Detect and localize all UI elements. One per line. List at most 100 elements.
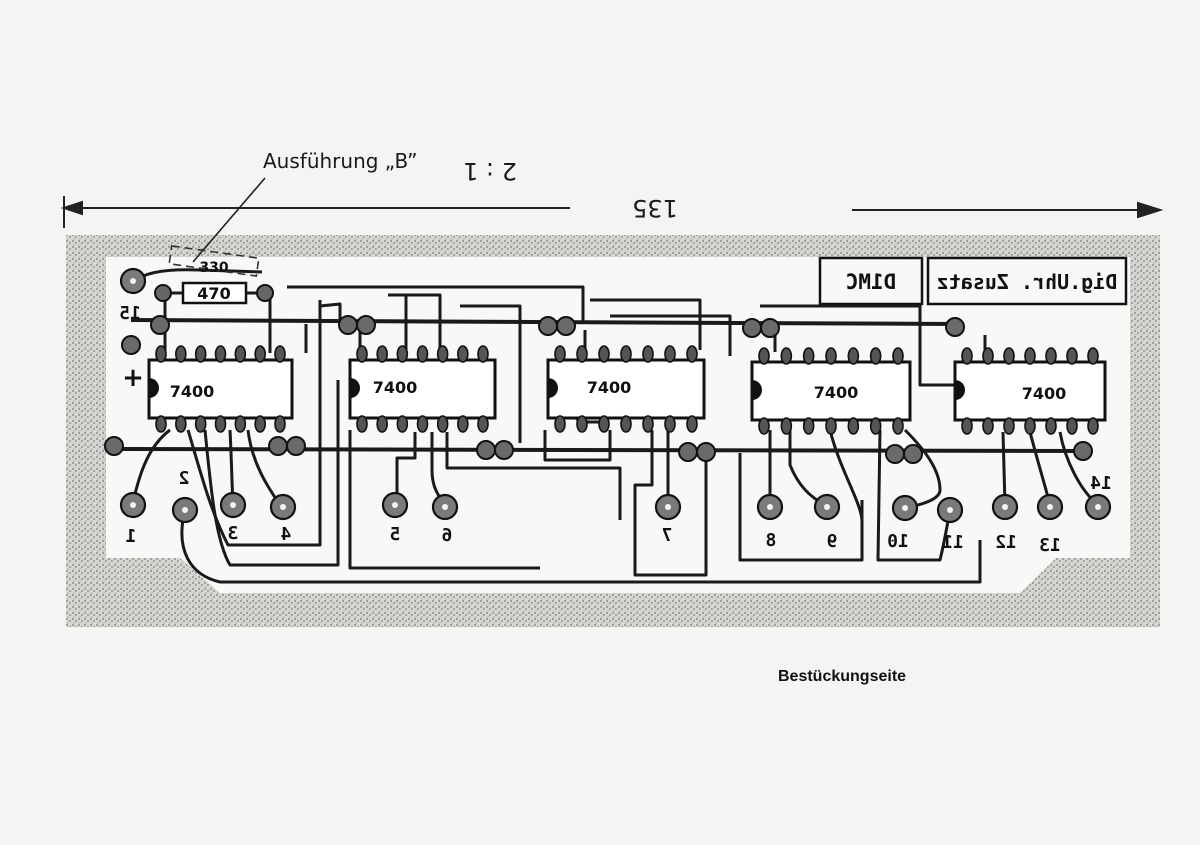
via-pad [945,317,965,337]
resistor-470-value: 470 [197,284,230,303]
signal-traces [131,268,1099,584]
ic-pin-pad [869,417,882,435]
variant-label: Ausführung „B” [263,149,417,173]
ic-pin-pad [664,345,676,363]
terminal-label-14: 14 [1090,473,1112,494]
terminal-label-11: 11 [942,532,964,553]
terminal-pad-hole [767,504,773,510]
ic-pin-pad [356,345,368,363]
terminal-label-text: 13 [1039,535,1061,556]
ic-pin-pad [598,415,610,433]
terminal-pad-hole [824,504,830,510]
ic-pin-pad [214,415,227,433]
terminal-label-text: 10 [887,531,909,552]
ic-pin-pad [847,417,860,435]
via-pad [885,444,905,464]
ic-pin-pad [1066,417,1078,435]
ic-pin-pad [825,417,837,435]
terminal-label-2: 2 [179,468,190,489]
via-pad [760,318,780,338]
ic-pin-pads [155,345,1099,435]
ic-pin-pad [477,415,489,433]
terminal-label-10: 10 [887,531,909,552]
ic-pin-pad [1066,347,1078,365]
terminal-label-9: 9 [827,531,838,552]
terminal-pad-hole [1047,504,1053,510]
ic-pin-pad [234,345,247,363]
terminal-label-text: 9 [827,531,838,552]
terminal-pad-hole [1095,504,1101,510]
ic-pin-pad [356,415,368,433]
resistor-330-value: 330 [199,260,228,276]
resistor-330-optional: 330 [168,245,260,277]
terminal-pad-hole [230,502,236,508]
ic-pin-pad [598,345,610,363]
via-pad [1073,441,1093,461]
terminal-label-text: 4 [280,524,291,545]
terminal-label-text: 14 [1090,473,1112,494]
ic-pin-pad [254,415,266,433]
title-name: Dig.Uhr. Zusatz [937,270,1118,294]
ic-pin-pad [869,347,882,365]
via-pad [104,436,124,456]
via-pads [104,315,1093,464]
ic-pin-pad [214,345,227,363]
terminal-label-6: 6 [442,525,453,546]
caption-component-side: Bestückungseite [778,668,907,685]
ic-pin-pad [1045,347,1057,365]
ic-pin-pad [554,345,566,363]
via-pad [286,436,306,456]
via-pad [903,444,923,464]
ic-chip-1: 7400 [147,358,294,420]
ic-pin-pad [620,415,632,433]
ic-pin-pad [642,415,654,433]
ic-chip-3: 7400 [546,358,706,420]
ic-pin-pad [620,345,632,363]
ic-pin-pad [554,415,566,433]
ic-chip-3-label: 7400 [587,378,632,397]
ic-pin-pad [457,345,469,363]
terminal-label-7: 7 [662,525,673,546]
via-pad [538,316,558,336]
dimension-line [60,196,1164,228]
ic-pin-pad [436,345,449,363]
ic-pin-pad [758,417,770,435]
ic-chip-5-label: 7400 [1022,384,1067,403]
ic-pin-pad [961,347,973,365]
resistor-470: 470 [154,281,274,305]
ic-pin-pad [1003,417,1015,435]
via-pad [268,436,288,456]
terminal-label-text: 3 [228,523,239,544]
terminal-label-text: 8 [766,530,777,551]
terminal-label-text: 2 [179,468,190,489]
ic-chip-4: 7400 [750,360,912,422]
via-pad [742,318,762,338]
terminal-label-text: 15 [119,303,141,324]
ic-pin-pad [477,345,489,363]
terminal-pad-hole [1002,504,1008,510]
via-pad [338,315,358,335]
terminal-pads [119,267,1112,524]
ic-pin-pad [982,417,994,435]
ic-pin-pad [194,415,207,433]
terminal-pad-hole [902,505,908,511]
via-pad [476,440,496,460]
ic-pin-pad [416,345,429,363]
ic-pin-pad [1087,347,1099,365]
via-pad [150,315,170,335]
terminal-label-text: 12 [995,532,1017,553]
ic-pin-pad [982,347,994,365]
via-pad [121,335,141,355]
ic-pin-pad [847,347,860,365]
scale-label: 2 : 1 [463,157,517,185]
ic-chip-4-label: 7400 [814,383,859,402]
ic-pin-pad [686,415,698,433]
terminal-label-text: 11 [942,532,964,553]
terminal-pad-hole [280,504,286,510]
ic-pin-pad [686,345,698,363]
ic-pin-pad [274,345,286,363]
ic-pin-pad [1024,417,1036,435]
terminal-pad-hole [665,504,671,510]
terminal-label-text: 1 [126,526,137,547]
